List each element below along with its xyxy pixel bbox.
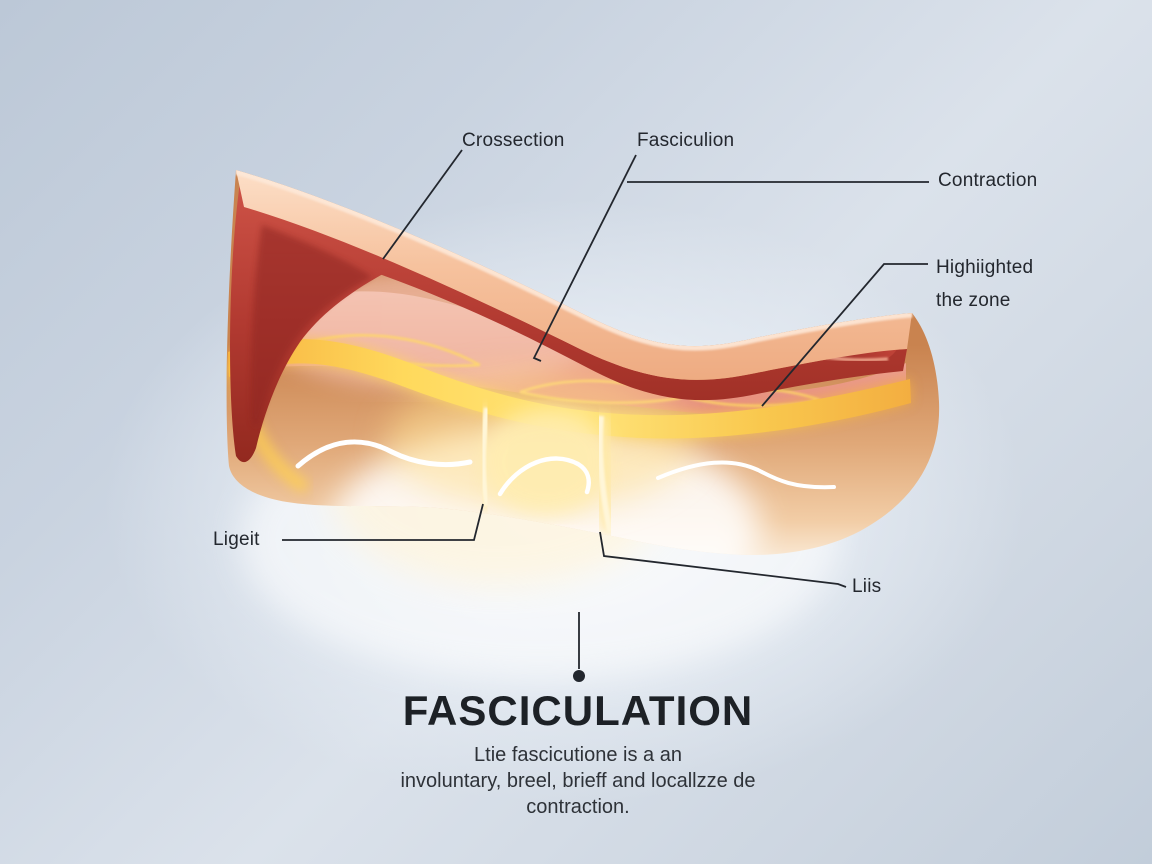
muscle-red-wedge-shadow [250, 225, 372, 427]
subtitle-line3: contraction. [526, 796, 630, 819]
label-highlighted-zone-line1: Highiighted [936, 257, 1034, 278]
leader-fasciculion [532, 154, 637, 362]
page-subtitle: Ltie fascicutione is a an involuntary, b… [318, 742, 838, 820]
leader-crossection [382, 149, 463, 260]
title-block: FASCICULATION Ltie fascicutione is a an … [318, 687, 838, 820]
subtitle-line2: involuntary, breel, brieff and locallzze… [400, 770, 756, 793]
label-highlighted-zone: Highiighted the zone [936, 251, 1033, 318]
label-crossection: Crossection [462, 130, 565, 151]
label-contraction: Contraction [938, 170, 1038, 191]
page-title: FASCICULATION [402, 687, 754, 734]
tissue-highlights [295, 439, 836, 497]
leader-ligelt [282, 503, 484, 541]
label-highlighted-zone-line2: the zone [936, 290, 1011, 312]
label-liis: Liis [852, 576, 882, 597]
leader-highlighted-zone [761, 263, 928, 407]
subtitle-line1: Ltie fascicutione is a an [474, 744, 682, 767]
title-leader-dot [573, 670, 585, 682]
label-fasciculion: Fasciculion [637, 130, 735, 151]
skin-layer [236, 170, 912, 380]
glow-streak-left-core [480, 407, 490, 507]
glow-streak-right-core [597, 415, 613, 533]
leader-lines [282, 149, 929, 669]
fascia-band [228, 339, 911, 439]
label-ligelt: Ligeit [213, 529, 260, 550]
glow-arch [482, 410, 610, 514]
leader-liis [599, 531, 847, 588]
